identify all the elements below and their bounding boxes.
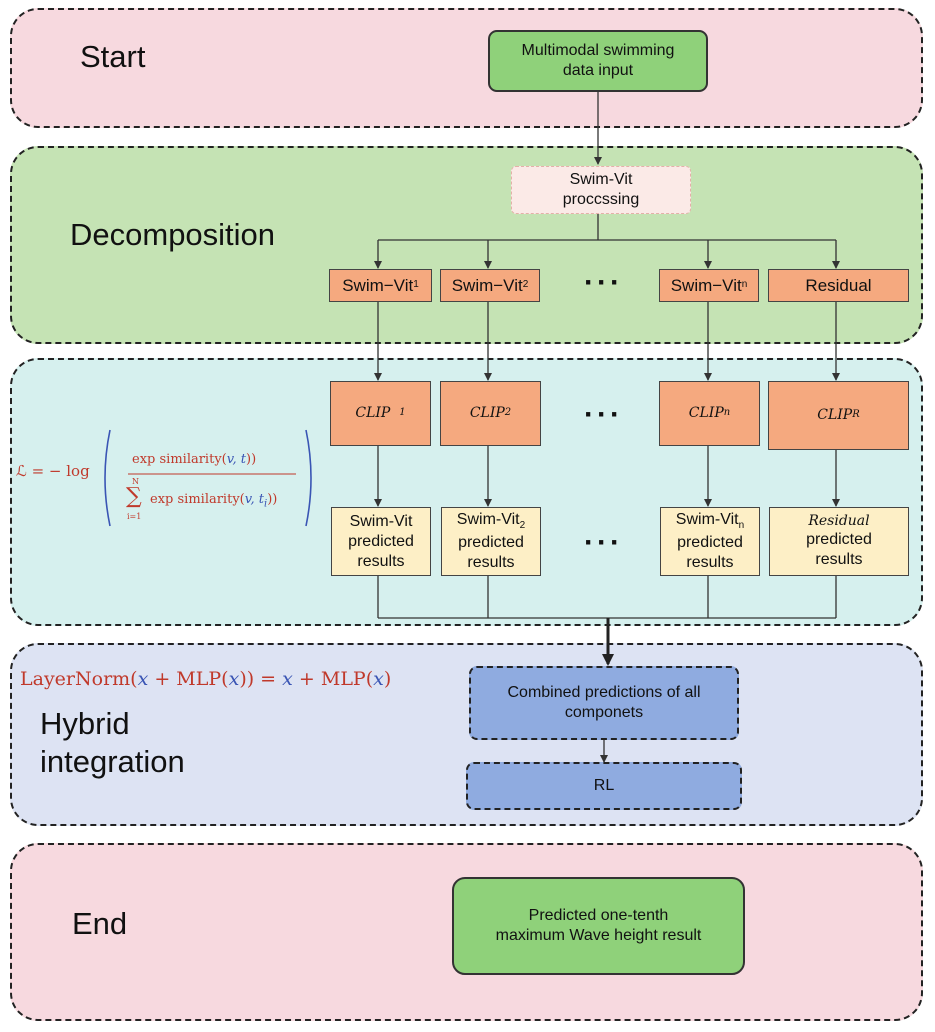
hf-x2: x <box>228 668 240 690</box>
loss-numerator: exp similarity(v, t)) <box>132 452 257 467</box>
sum-symbol: ∑ <box>126 484 142 509</box>
component-label: Swim−Vit <box>451 275 523 295</box>
result-name: Swim-Vit <box>349 512 413 530</box>
loss-formula: ℒ = − log exp similarity(v, t)) ∑ N i=1 … <box>14 428 314 528</box>
bracket-shape <box>104 429 312 527</box>
stage-hybrid-label-2: integration <box>40 744 185 779</box>
output-line2: maximum Wave height result <box>495 927 702 944</box>
stage-decomposition-label: Decomposition <box>70 217 276 252</box>
hf-part5: ) <box>383 668 392 690</box>
result-box-residual: Residual predicted results <box>769 507 909 576</box>
combined-line1: Combined predictions of all <box>507 684 701 701</box>
numerator-vars: v, t <box>226 452 247 467</box>
clip-subscript: n <box>723 407 731 419</box>
combined-line2: componets <box>564 704 644 721</box>
hf-part3: )) = <box>239 668 283 690</box>
start-panel <box>10 8 923 128</box>
component-box-residual: Residual <box>768 269 909 302</box>
clip-label: CLIP <box>817 406 853 423</box>
stage-start-label: Start <box>80 39 146 74</box>
component-subscript: 1 <box>413 279 419 291</box>
decomposition-panel <box>10 146 923 344</box>
sum-bottom: i=1 <box>127 512 142 521</box>
component-label: Residual <box>805 275 872 295</box>
processing-box-line2: proccssing <box>562 191 640 208</box>
clip-subscript: 2 <box>504 407 512 419</box>
ellipsis: ··· <box>584 526 623 559</box>
clip-label: CLIP <box>355 404 391 421</box>
clip-subscript: R <box>852 409 860 421</box>
numerator-arg: similarity( <box>159 452 227 467</box>
component-label: Swim−Vit <box>670 275 742 295</box>
result-line3: results <box>357 552 405 570</box>
component-subscript: n <box>741 279 748 291</box>
result-line2: predicted <box>806 531 872 549</box>
result-subscript: n <box>738 520 745 532</box>
processing-box: Swim-Vit proccssing <box>511 166 691 214</box>
sum-top: N <box>132 477 139 486</box>
processing-box-line1: Swim-Vit <box>569 171 633 188</box>
hf-part1: LayerNorm( <box>20 668 138 690</box>
hybrid-formula: LayerNorm(x + MLP(x)) = x + MLP(x) <box>20 668 391 690</box>
combined-predictions-box: Combined predictions of all componets <box>469 666 739 740</box>
result-line2: predicted <box>458 533 524 551</box>
loss-denominator: exp similarity(v, ti)) <box>150 492 278 510</box>
output-result-box: Predicted one-tenth maximum Wave height … <box>452 877 745 975</box>
denominator-fn: exp <box>150 492 174 507</box>
loss-lhs: ℒ = − log <box>16 462 90 480</box>
result-box-2: Swim-Vit2 predicted results <box>441 507 541 576</box>
rl-label: RL <box>593 777 615 794</box>
denominator-arg: similarity( <box>177 492 245 507</box>
hf-part4: + MLP( <box>292 668 374 690</box>
stage-hybrid-label-1: Hybrid <box>40 706 130 741</box>
hf-x3: x <box>282 668 293 690</box>
result-subscript: 2 <box>519 520 526 532</box>
ellipsis: ··· <box>584 398 623 431</box>
hf-x1: x <box>137 668 149 690</box>
input-data-box: Multimodal swimming data input <box>488 30 708 92</box>
clip-label: CLIP <box>469 404 505 421</box>
denominator-sub: i <box>264 498 268 510</box>
clip-box-1: CLIP 1 <box>330 381 431 446</box>
component-subscript: 2 <box>522 279 529 291</box>
result-name: Swim-Vit <box>675 511 739 529</box>
ellipsis: ··· <box>584 266 623 299</box>
stage-end-label: End <box>72 906 128 941</box>
component-label: Swim−Vit <box>342 275 414 295</box>
result-line2: predicted <box>348 532 414 550</box>
clip-subscript: 1 <box>399 407 406 419</box>
result-box-n: Swim-Vitn predicted results <box>660 507 760 576</box>
hf-part2: + MLP( <box>148 668 229 690</box>
input-box-line2: data input <box>562 62 634 79</box>
result-line3: results <box>815 551 863 569</box>
result-name: Residual <box>808 512 870 529</box>
result-name: Swim-Vit <box>456 511 520 529</box>
output-line1: Predicted one-tenth <box>528 907 669 924</box>
numerator-fn: exp <box>132 452 156 467</box>
clip-label: CLIP <box>688 404 724 421</box>
denominator-vars: v, t <box>244 492 265 507</box>
rl-box: RL <box>466 762 742 810</box>
input-box-line1: Multimodal swimming <box>521 42 675 59</box>
result-line3: results <box>686 553 734 571</box>
hf-x4: x <box>373 668 384 690</box>
result-box-1: Swim-Vit predicted results <box>331 507 431 576</box>
result-line3: results <box>467 553 515 571</box>
result-line2: predicted <box>677 533 743 551</box>
